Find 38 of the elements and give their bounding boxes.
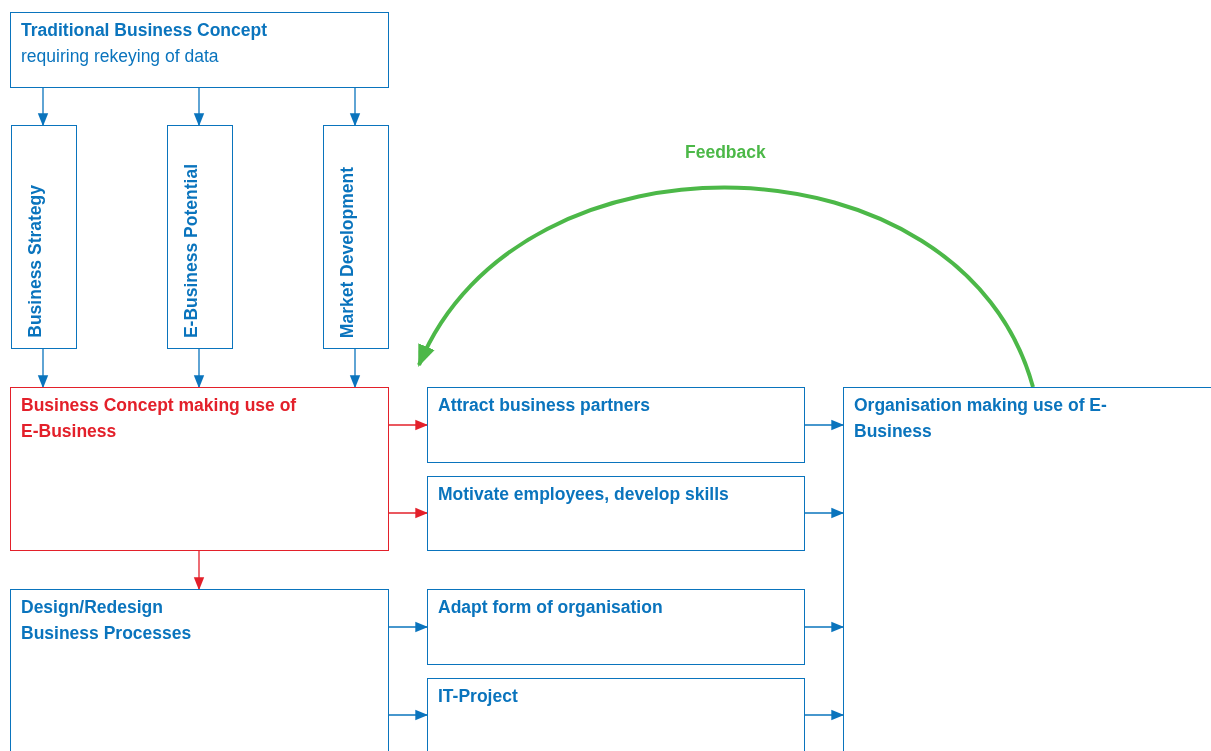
process-box xyxy=(10,589,389,751)
vertical-box xyxy=(11,125,77,349)
arrow xyxy=(37,87,49,127)
box-title: Motivate employees, develop skills xyxy=(438,483,729,506)
box-title: Design/Redesign Business Processes xyxy=(21,596,193,645)
box-title: IT-Project xyxy=(438,685,518,708)
box-title: Organisation making use of E-Business xyxy=(854,394,1108,443)
process-box xyxy=(427,387,805,463)
box-title: Business Strategy xyxy=(24,185,46,338)
arrow xyxy=(193,87,205,127)
arrow xyxy=(388,621,429,633)
arrow xyxy=(349,87,361,127)
process-box xyxy=(427,476,805,551)
process-box xyxy=(10,387,389,551)
process-box xyxy=(427,589,805,665)
arrow xyxy=(388,709,429,721)
box-title: Traditional Business Concept xyxy=(21,19,268,42)
arrow xyxy=(417,185,1035,388)
arrow xyxy=(804,507,845,519)
arrow xyxy=(193,550,205,591)
box-title: Attract business partners xyxy=(438,394,650,417)
arrow xyxy=(193,348,205,389)
arrow xyxy=(37,348,49,389)
vertical-box xyxy=(167,125,233,349)
arrow xyxy=(804,621,845,633)
process-box xyxy=(843,387,1211,751)
process-box xyxy=(10,12,389,88)
arrow xyxy=(388,507,429,519)
box-title: Market Development xyxy=(336,166,358,338)
box-subtitle: requiring rekeying of data xyxy=(21,45,219,68)
arrow xyxy=(349,348,361,389)
arrow xyxy=(388,419,429,431)
arrow xyxy=(804,709,845,721)
box-title: Business Concept making use of E-Business xyxy=(21,394,298,443)
box-title: Adapt form of organisation xyxy=(438,596,663,619)
box-title: E-Business Potential xyxy=(180,163,202,338)
vertical-box xyxy=(323,125,389,349)
arrow xyxy=(804,419,845,431)
